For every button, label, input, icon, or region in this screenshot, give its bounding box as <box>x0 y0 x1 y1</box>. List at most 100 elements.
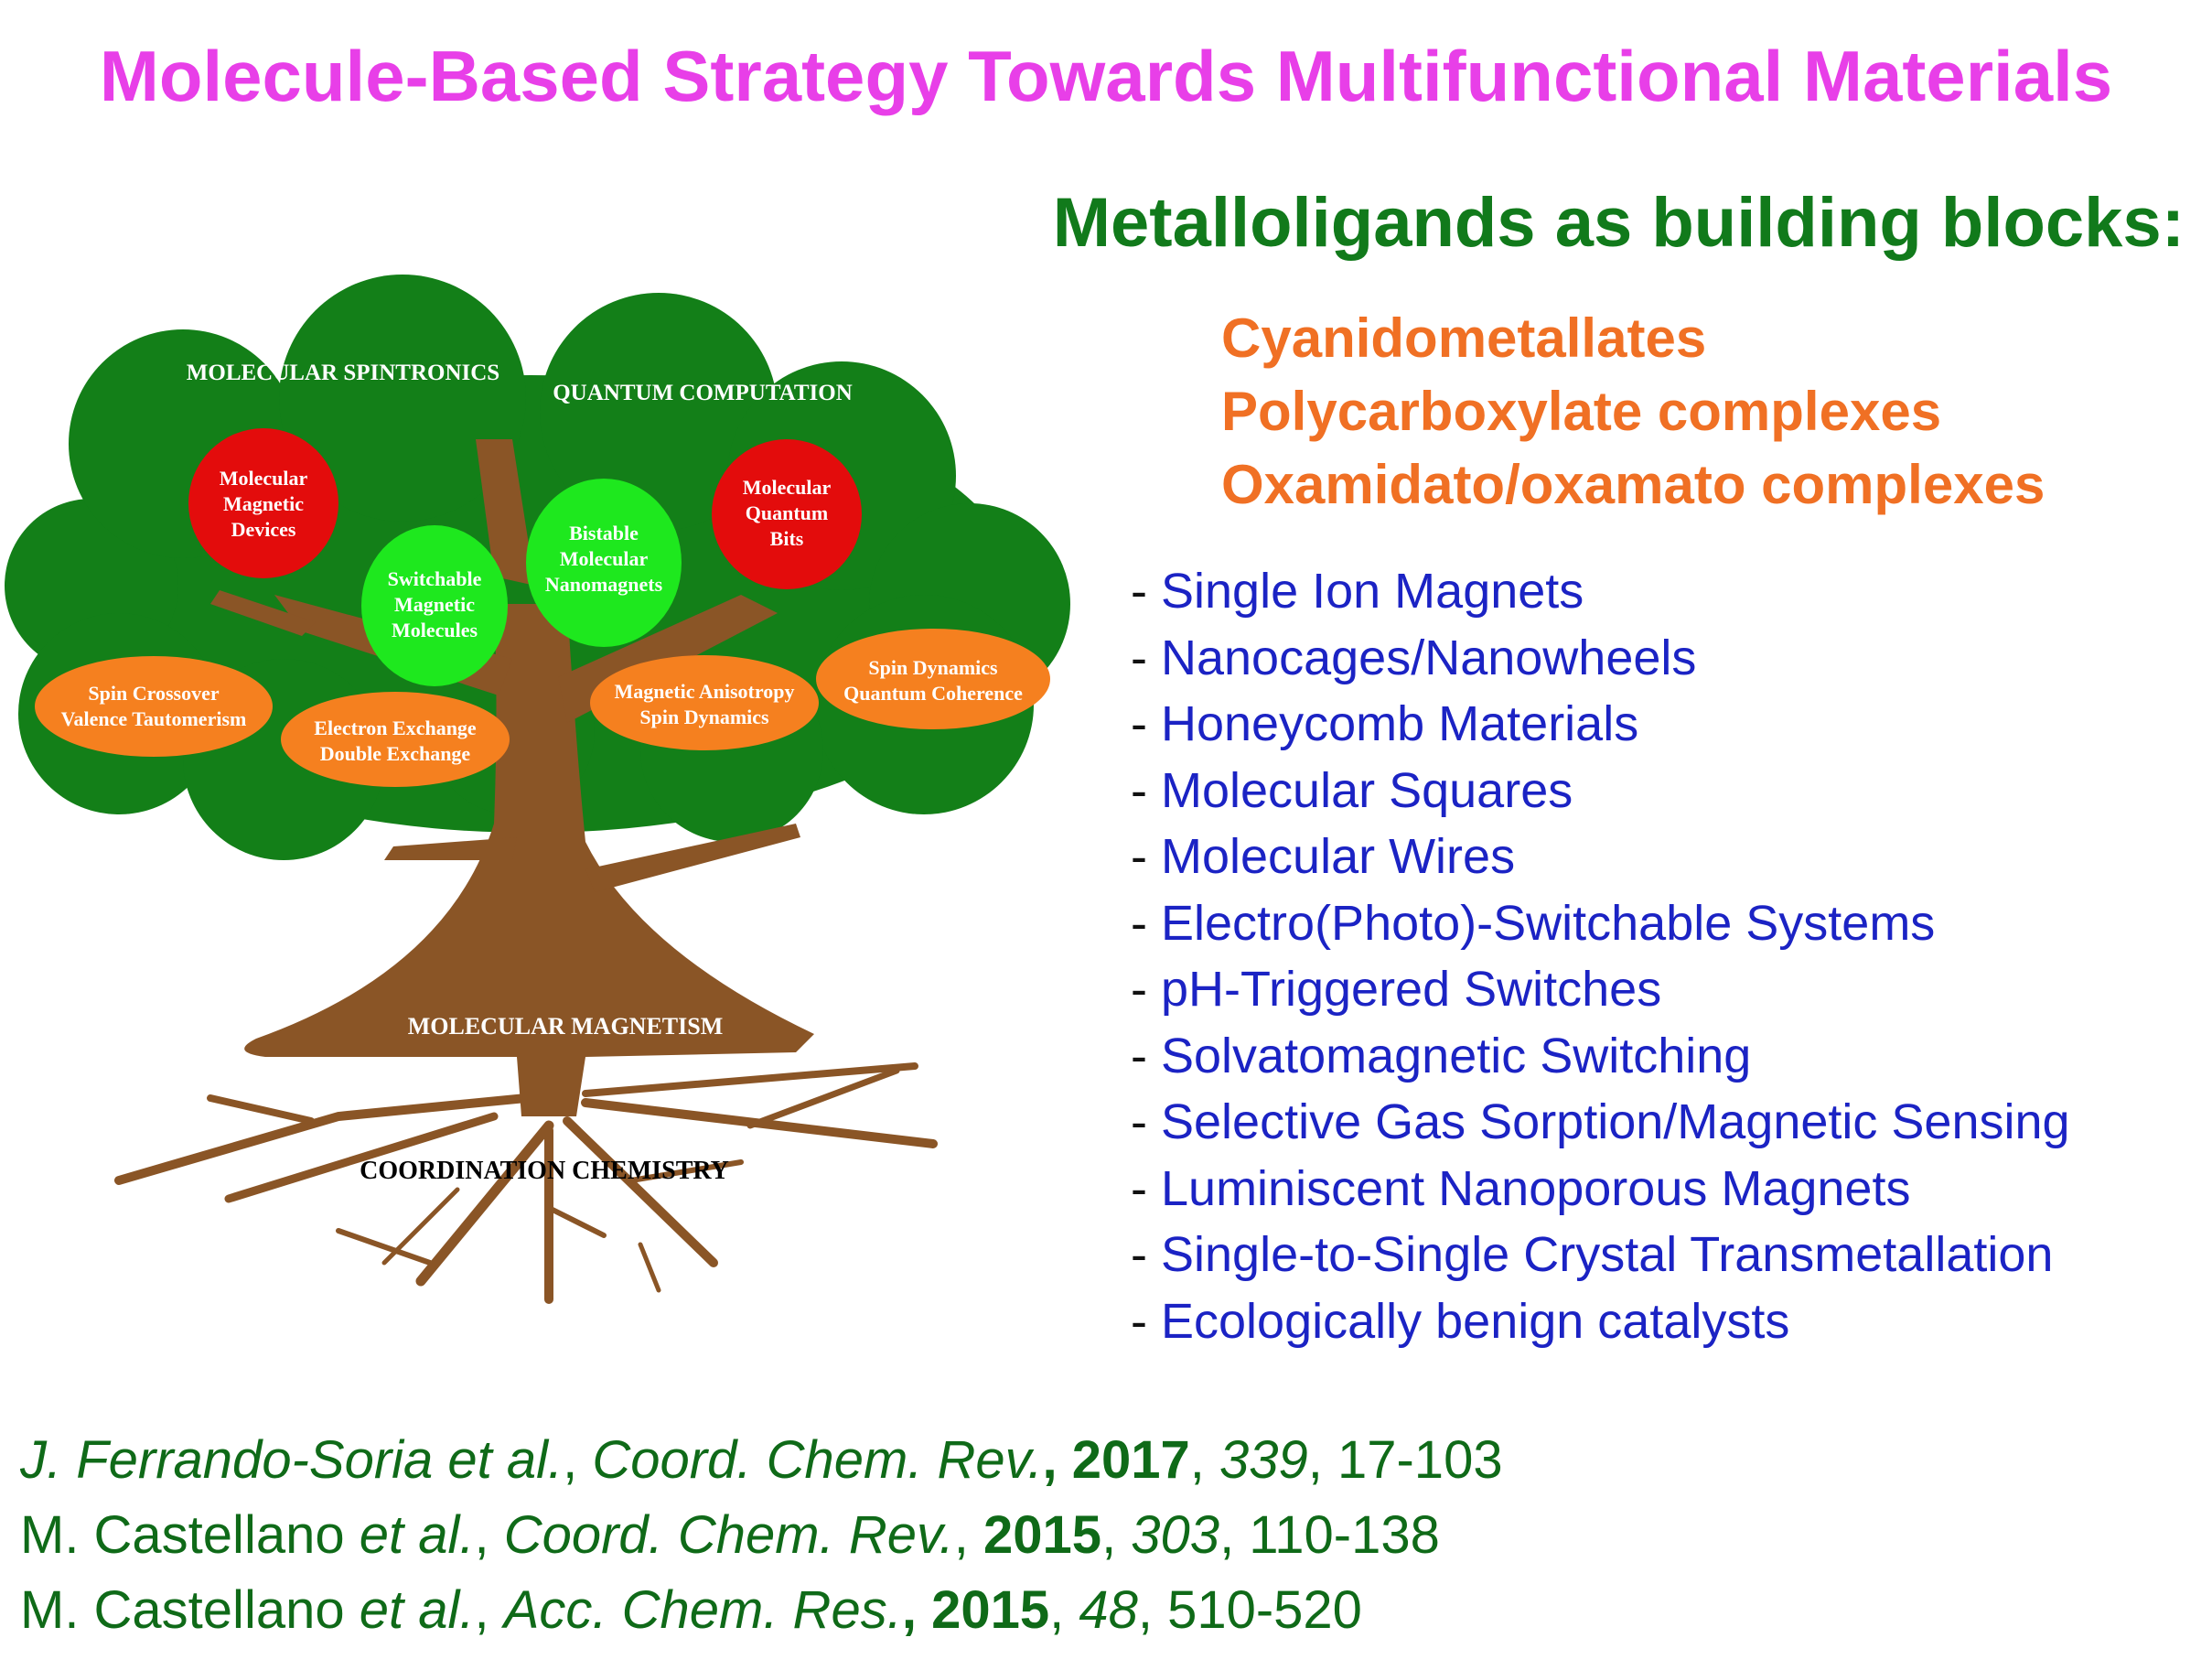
ref-sep: , <box>563 1430 593 1490</box>
ref-sep: , <box>474 1580 504 1640</box>
tree-diagram: MOLECULAR SPINTRONICS QUANTUM COMPUTATIO… <box>5 275 1070 1304</box>
red-node-magnetic-devices: Molecular Magnetic Devices <box>188 428 338 578</box>
orange-node-quantum-coherence: Spin Dynamics Quantum Coherence <box>816 629 1050 729</box>
orange-node-magnetic-anisotropy: Magnetic Anisotropy Spin Dynamics <box>590 655 819 750</box>
node-text: Molecular <box>220 467 308 490</box>
ref-sep: , <box>1101 1505 1132 1565</box>
application-item: - Honeycomb Materials <box>1131 691 2070 758</box>
application-item: - Electro(Photo)-Switchable Systems <box>1131 890 2070 957</box>
building-block-item: Polycarboxylate complexes <box>1221 381 1942 442</box>
application-item: - Ecologically benign catalysts <box>1131 1288 2070 1355</box>
ref-journal: Coord. Chem. Rev. <box>592 1430 1043 1490</box>
list-dash: - <box>1131 1028 1161 1083</box>
application-label: Nanocages/Nanowheels <box>1161 630 1697 685</box>
list-dash: - <box>1131 1160 1161 1216</box>
building-block-item: Cyanidometallates <box>1221 307 1707 369</box>
references: J. Ferrando-Soria et al., Coord. Chem. R… <box>20 1423 1503 1648</box>
application-label: pH-Triggered Switches <box>1161 962 1662 1017</box>
ref-pages: , 110-138 <box>1219 1505 1440 1565</box>
ref-sep: , <box>1042 1430 1072 1490</box>
ref-year: 2017 <box>1071 1430 1190 1490</box>
node-text: Spin Dynamics <box>639 706 769 728</box>
ref-pages: , 510-520 <box>1137 1580 1362 1640</box>
ref-authors: M. Castellano <box>20 1580 360 1640</box>
node-text: Double Exchange <box>320 742 471 765</box>
ref-journal: Coord. Chem. Rev. <box>503 1505 954 1565</box>
list-dash: - <box>1131 696 1161 751</box>
application-label: Single-to-Single Crystal Transmetallatio… <box>1161 1227 2054 1282</box>
tree-roots <box>114 1062 938 1304</box>
ref-sep: , <box>1189 1430 1219 1490</box>
node-text: Spin Crossover <box>88 682 219 705</box>
application-label: Selective Gas Sorption/Magnetic Sensing <box>1161 1094 2070 1149</box>
slide-subtitle: Metalloligands as building blocks: <box>1052 184 2185 262</box>
reference-item: J. Ferrando-Soria et al., Coord. Chem. R… <box>20 1423 1503 1498</box>
application-item: - Single Ion Magnets <box>1131 558 2070 625</box>
list-dash: - <box>1131 962 1161 1017</box>
ref-year: 2015 <box>931 1580 1050 1640</box>
node-text: Quantum <box>746 501 828 524</box>
application-item: - Single-to-Single Crystal Transmetallat… <box>1131 1222 2070 1288</box>
node-text: Devices <box>231 518 296 541</box>
red-node-quantum-bits: Molecular Quantum Bits <box>712 439 862 589</box>
ref-year: 2015 <box>983 1505 1102 1565</box>
slide-title: Molecule-Based Strategy Towards Multifun… <box>99 36 2113 116</box>
application-label: Electro(Photo)-Switchable Systems <box>1161 895 1936 951</box>
ref-sep: , <box>901 1580 932 1640</box>
node-text: Bits <box>770 527 804 550</box>
application-label: Ecologically benign catalysts <box>1161 1293 1790 1349</box>
list-dash: - <box>1131 762 1161 818</box>
node-text: Electron Exchange <box>314 716 477 739</box>
node-text: Valence Tautomerism <box>61 707 247 730</box>
application-item: - Molecular Squares <box>1131 758 2070 824</box>
ref-authors: J. Ferrando-Soria et al. <box>20 1430 564 1490</box>
application-item: - Nanocages/Nanowheels <box>1131 625 2070 692</box>
ref-etal: et al. <box>359 1580 475 1640</box>
applications-list: - Single Ion Magnets - Nanocages/Nanowhe… <box>1131 558 2070 1354</box>
node-text: Spin Dynamics <box>868 656 998 679</box>
application-label: Solvatomagnetic Switching <box>1161 1028 1752 1083</box>
node-text: Magnetic <box>394 593 475 616</box>
label-quantum-computation: QUANTUM COMPUTATION <box>553 381 853 405</box>
green-node-bistable-nanomagnets: Bistable Molecular Nanomagnets <box>526 479 682 647</box>
node-text: Nanomagnets <box>545 573 663 596</box>
node-text: Molecular <box>743 476 832 499</box>
application-item: - Selective Gas Sorption/Magnetic Sensin… <box>1131 1089 2070 1156</box>
application-item: - pH-Triggered Switches <box>1131 956 2070 1023</box>
node-text: Magnetic Anisotropy <box>615 680 795 703</box>
ref-journal: Acc. Chem. Res. <box>503 1580 902 1640</box>
application-label: Honeycomb Materials <box>1161 696 1639 751</box>
node-text: Molecular <box>560 547 649 570</box>
list-dash: - <box>1131 630 1161 685</box>
application-label: Single Ion Magnets <box>1161 564 1584 619</box>
ref-volume: 48 <box>1079 1580 1138 1640</box>
application-label: Luminiscent Nanoporous Magnets <box>1161 1160 1911 1216</box>
list-dash: - <box>1131 829 1161 884</box>
ref-etal: et al. <box>359 1505 475 1565</box>
application-label: Molecular Wires <box>1161 829 1516 884</box>
node-text: Quantum Coherence <box>843 682 1023 705</box>
node-text: Magnetic <box>223 492 304 515</box>
list-dash: - <box>1131 564 1161 619</box>
node-text: Switchable <box>388 567 482 590</box>
label-coordination-chemistry: COORDINATION CHEMISTRY <box>360 1157 729 1185</box>
label-molecular-magnetism: MOLECULAR MAGNETISM <box>408 1013 724 1040</box>
ref-authors: M. Castellano <box>20 1505 360 1565</box>
building-blocks-list: Cyanidometallates Polycarboxylate comple… <box>1221 302 2045 522</box>
ref-sep: , <box>1049 1580 1079 1640</box>
label-molecular-spintronics: MOLECULAR SPINTRONICS <box>187 361 499 385</box>
application-item: - Luminiscent Nanoporous Magnets <box>1131 1156 2070 1223</box>
list-dash: - <box>1131 895 1161 951</box>
orange-node-spin-crossover: Spin Crossover Valence Tautomerism <box>35 656 273 757</box>
reference-item: M. Castellano et al., Coord. Chem. Rev.,… <box>20 1498 1503 1573</box>
ref-sep: , <box>474 1505 504 1565</box>
ref-sep: , <box>953 1505 984 1565</box>
node-text: Molecules <box>392 619 478 641</box>
building-block-item: Oxamidato/oxamato complexes <box>1221 454 2046 515</box>
list-dash: - <box>1131 1227 1161 1282</box>
list-dash: - <box>1131 1293 1161 1349</box>
list-dash: - <box>1131 1094 1161 1149</box>
orange-node-electron-exchange: Electron Exchange Double Exchange <box>281 692 510 787</box>
ref-volume: 339 <box>1219 1430 1308 1490</box>
ref-volume: 303 <box>1131 1505 1220 1565</box>
